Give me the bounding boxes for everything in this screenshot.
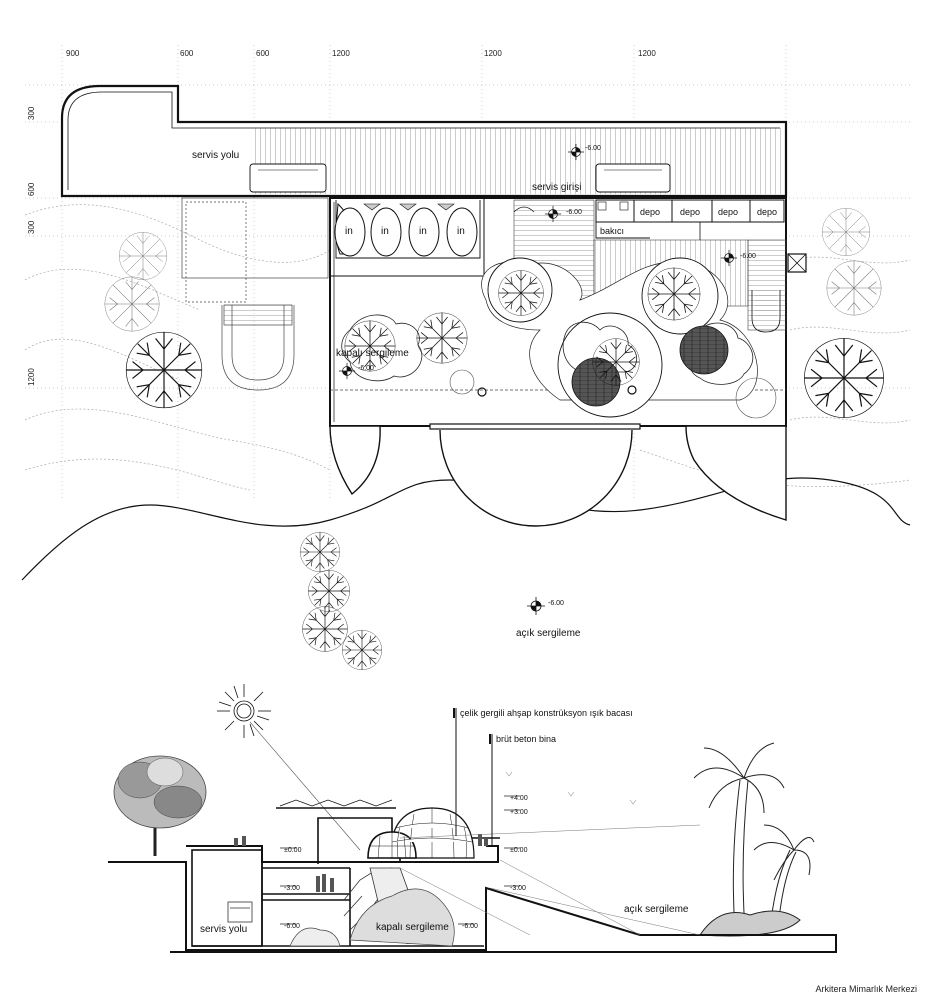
dim-top-5: 1200 [638,49,656,58]
section-open-exhibition-label: açık sergileme [624,904,689,915]
section-domes [367,807,475,859]
section-level-roof-left: ±0.00 [284,847,302,854]
dim-left-0: 300 [27,106,36,120]
storage-block: depo depo depo depo bakıcı -6.00 [595,199,807,333]
service-road-label: servis yolu [192,150,239,161]
section-tree-left [113,755,207,856]
storage-label-1: depo [680,207,700,217]
light-shaft-note: çelik gergili ahşap konstrüksyon ışık ba… [460,708,633,718]
dim-top-4: 1200 [484,49,502,58]
level-entrance: -6.00 [566,209,582,216]
wc-label-0: in [345,226,353,237]
wc-label-1: in [381,226,389,237]
wc-label-2: in [419,226,427,237]
entrance-arcs [329,425,787,527]
open-exhibition-label: açık sergileme [516,628,581,639]
level-stair: -6.00 [740,253,756,260]
section-level-floor-left: -6.00 [284,923,300,930]
dimension-labels-left: 300 600 300 1200 [27,106,36,386]
dim-top-0: 900 [66,49,80,58]
level-road: -6.00 [585,145,601,152]
dim-left-3: 1200 [27,368,36,386]
caretaker-label: bakıcı [600,226,624,236]
section-level-mid-left: -3.00 [284,885,300,892]
section-level-ground-right: ±0.00 [510,847,528,854]
service-entrance-label: servis girişi [532,182,581,193]
sun-icon [217,684,361,851]
section-closed-exhibition-label: kapalı sergileme [376,922,449,933]
dim-top-2: 600 [256,49,270,58]
level-outside: -6.00 [548,600,564,607]
wc-block: in in in in [334,200,481,259]
section-drawing: +4.00 +3.00 ±0.00 ±0.00 -3.00 -3.00 -6.0… [108,684,837,953]
storage-label-3: depo [757,207,777,217]
section-level-roof: +3.00 [510,809,528,816]
dimension-labels-top: 900 600 600 1200 1200 1200 [66,49,656,58]
concrete-note: brüt beton bina [496,734,556,744]
credit-watermark: Arkitera Mimarlık Merkezi [815,984,917,994]
dim-top-1: 600 [180,49,194,58]
section-level-mid-right: -3.00 [510,885,526,892]
wc-label-3: in [457,226,465,237]
dim-left-2: 300 [27,220,36,234]
section-level-floor-mid: -6.00 [462,923,478,930]
section-level-roof-top: +4.00 [510,795,528,802]
storage-label-0: depo [640,207,660,217]
entrance-ramp [181,197,329,391]
closed-exhibition-label: kapalı sergileme [336,348,409,359]
section-service-road-label: servis yolu [200,924,247,935]
van-left [249,163,327,193]
planter-right [679,325,729,375]
service-road: servis yolu -6.00 servis girişi [60,84,788,198]
section-palms [693,742,815,937]
dim-top-3: 1200 [332,49,350,58]
level-interior: -6.00 [358,365,374,372]
dim-left-1: 600 [27,182,36,196]
storage-label-2: depo [718,207,738,217]
van-right [595,163,671,193]
